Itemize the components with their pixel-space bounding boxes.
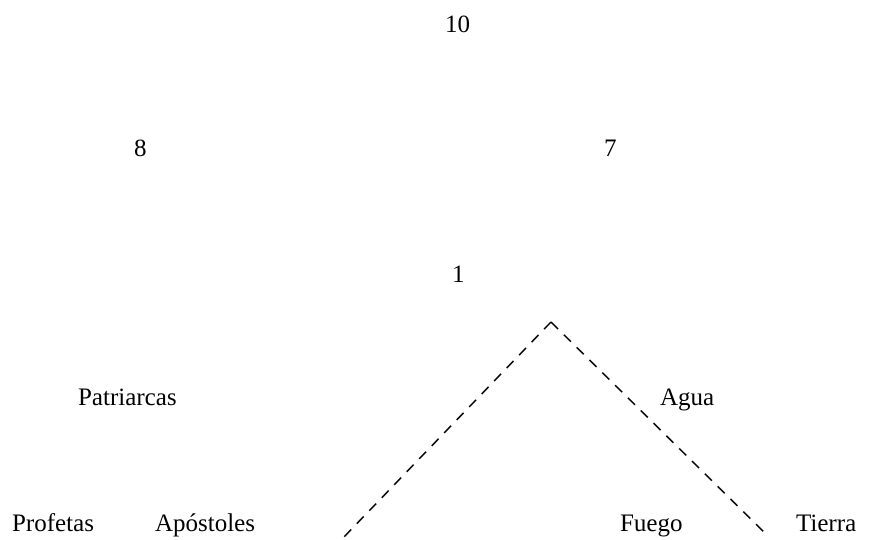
dashed-line-left [342, 321, 552, 539]
number-left: 8 [134, 135, 147, 162]
label-patriarcas: Patriarcas [78, 384, 177, 411]
label-apostoles: Apóstoles [155, 510, 255, 537]
number-top: 10 [445, 11, 470, 38]
label-fuego: Fuego [620, 510, 683, 537]
number-center: 1 [452, 261, 465, 288]
label-agua: Agua [660, 384, 715, 411]
label-profetas: Profetas [12, 510, 94, 537]
dashed-line-right [550, 321, 769, 537]
label-tierra: Tierra [796, 510, 857, 537]
number-right: 7 [604, 135, 617, 162]
